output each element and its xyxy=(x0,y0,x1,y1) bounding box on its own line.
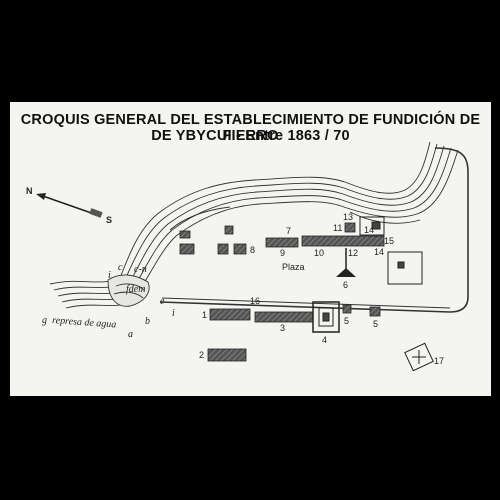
reservoir xyxy=(107,274,150,307)
label-g: g xyxy=(42,315,47,326)
canal-right xyxy=(159,147,469,313)
num-10: 10 xyxy=(314,248,324,258)
num-6: 6 xyxy=(343,280,348,290)
num-4: 4 xyxy=(322,335,327,345)
building-numbers: 1 2 3 4 5 5 6 7 8 9 10 11 12 13 14 14 15… xyxy=(199,212,444,366)
building-5b xyxy=(369,306,381,317)
num-3: 3 xyxy=(280,323,285,333)
num-9: 9 xyxy=(280,248,285,258)
road-number: 16 xyxy=(250,296,260,306)
label-represa: represa de agua xyxy=(52,315,117,330)
num-15: 15 xyxy=(384,236,394,246)
num-14b: 14 xyxy=(374,247,384,257)
building-left-a xyxy=(179,230,191,239)
building-1 xyxy=(209,308,251,321)
building-10 xyxy=(301,235,385,247)
site-plan-drawing: N S xyxy=(26,141,469,372)
num-5a: 5 xyxy=(344,316,349,326)
label-a: a xyxy=(128,329,133,340)
num-2: 2 xyxy=(199,350,204,360)
map-sheet: CROQUIS GENERAL DEL ESTABLECIMIENTO DE F… xyxy=(10,102,491,396)
num-5b: 5 xyxy=(373,319,378,329)
compass-north-label: N xyxy=(26,186,33,196)
label-e: e xyxy=(160,296,165,307)
num-8: 8 xyxy=(250,245,255,255)
building-15 xyxy=(387,251,423,285)
compass-south-label: S xyxy=(106,215,112,225)
building-8b xyxy=(233,243,247,255)
label-c: c xyxy=(118,262,123,273)
plaza-marker xyxy=(336,248,356,277)
label-i-right: i xyxy=(172,308,175,319)
building-7 xyxy=(265,237,299,248)
building-17 xyxy=(404,342,434,372)
num-12: 12 xyxy=(348,248,358,258)
label-i-left: i xyxy=(108,270,111,281)
buildings xyxy=(179,222,385,362)
building-5a xyxy=(342,304,352,314)
building-2 xyxy=(207,348,247,362)
label-c-n: c-n xyxy=(134,264,147,275)
label-plaza: Plaza xyxy=(282,262,305,272)
building-9 xyxy=(179,243,195,255)
label-b: b xyxy=(145,316,150,327)
num-11: 11 xyxy=(333,223,342,233)
num-13: 13 xyxy=(343,212,353,222)
building-11 xyxy=(344,222,356,233)
building-8a xyxy=(217,243,229,255)
num-14a: 14 xyxy=(364,225,374,235)
map-title-line2: DE YBYCUI - Entre 1863 / 70 xyxy=(151,128,350,144)
num-17: 17 xyxy=(434,356,444,366)
building-4 xyxy=(312,301,340,333)
north-arrow: N S xyxy=(26,186,112,225)
num-1: 1 xyxy=(202,310,207,320)
label-fdem: fdem xyxy=(126,284,145,295)
building-left-b xyxy=(224,225,234,235)
site-letters: Plaza g represa de agua a b c c-n e i i … xyxy=(42,262,305,340)
building-14 xyxy=(359,216,385,236)
building-3 xyxy=(254,311,314,323)
num-7: 7 xyxy=(286,226,291,236)
map-title-line1: CROQUIS GENERAL DEL ESTABLECIMIENTO DE F… xyxy=(20,112,481,144)
